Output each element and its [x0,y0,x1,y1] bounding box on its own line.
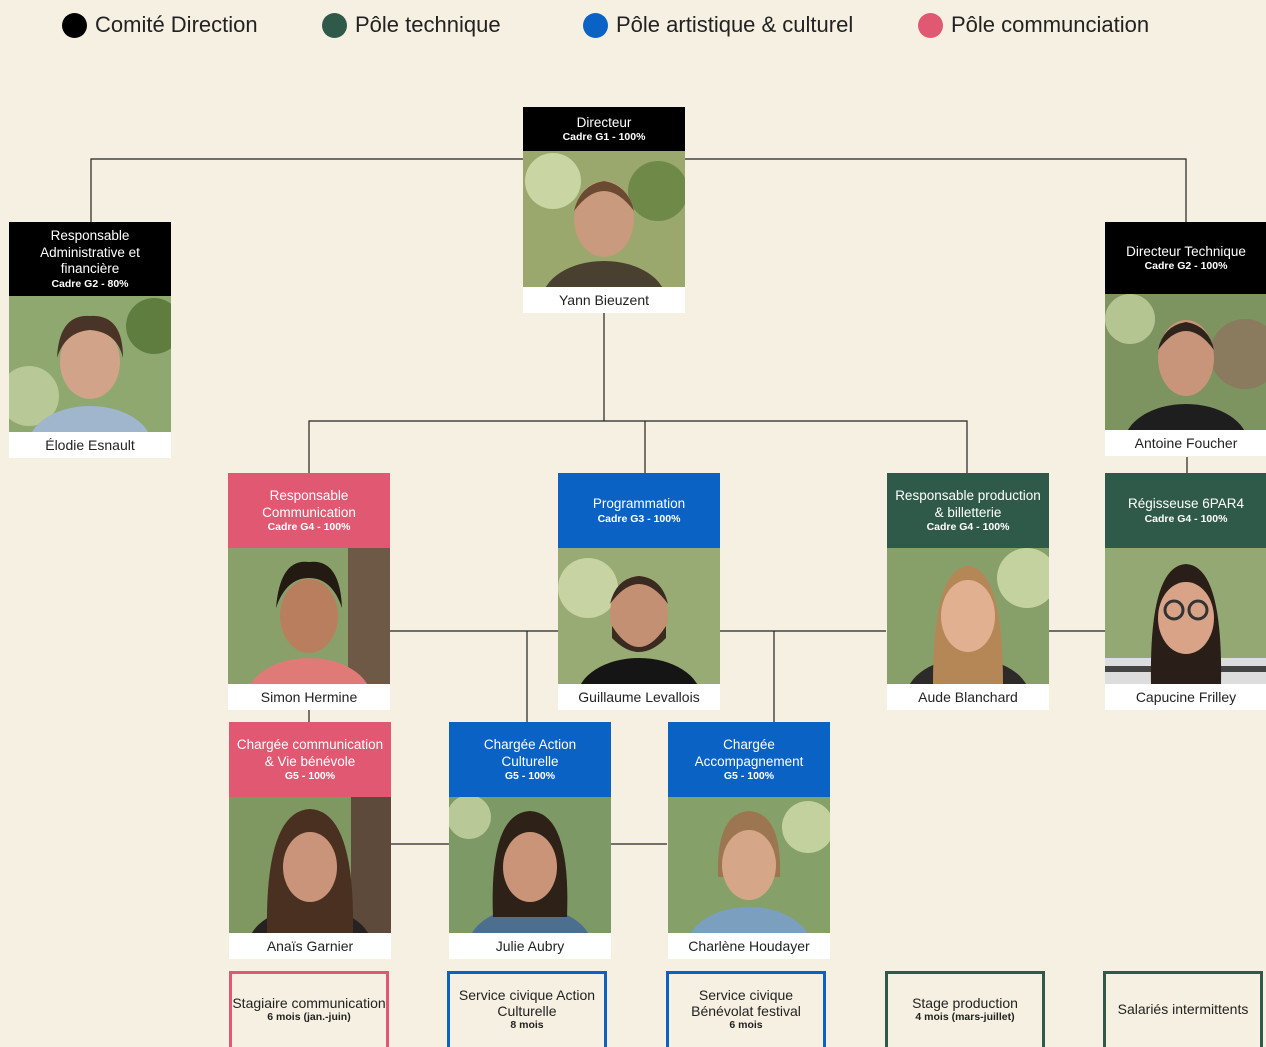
person-name: Antoine Foucher [1134,435,1238,451]
box-title: Service civique Action Culturelle [458,986,596,1019]
portrait-photo [229,797,391,933]
person-name: Simon Hermine [260,689,358,705]
role-title: Chargée Action Culturelle [483,737,577,769]
portrait-photo [668,797,830,933]
portrait-photo [558,548,720,684]
legend-label: Pôle communciation [951,12,1150,37]
person-name: Guillaume Levallois [578,689,700,705]
portrait-photo [9,296,171,432]
card-regisseuse: Régisseuse 6PAR4 Cadre G4 - 100% Capucin… [1105,473,1266,710]
card-action: Chargée Action Culturelle G5 - 100% Juli… [449,722,611,959]
legend-dot-icon [918,12,943,38]
card-header: Responsable Administrative et financière… [9,222,171,296]
box-detail: 4 mois (mars-juillet) [915,1010,1015,1023]
role-title: Régisseuse 6PAR4 [1127,496,1245,512]
card-admin: Responsable Administrative et financière… [9,222,171,458]
box-title: Stage production [912,994,1018,1011]
card-header: Chargée communication & Vie bénévole G5 … [229,722,391,797]
box-title: Salariés intermittents [1117,1000,1249,1017]
card-header: Directeur Cadre G1 - 100% [523,107,685,151]
card-header: Chargée Accompagnement G5 - 100% [668,722,830,797]
person-name: Yann Bieuzent [558,292,650,308]
box-detail: 6 mois [729,1018,763,1031]
grade-label: Cadre G1 - 100% [562,131,646,144]
card-accompagnement: Chargée Accompagnement G5 - 100% Charlèn… [668,722,830,959]
role-title: Directeur Technique [1126,243,1246,259]
box-service-civique-action: Service civique Action Culturelle 8 mois [447,971,607,1047]
card-production: Responsable production & billetterie Cad… [887,473,1049,710]
legend-dot-icon [62,12,87,38]
grade-label: G5 - 100% [723,770,775,782]
portrait-photo [1105,294,1266,430]
grade-label: Cadre G4 - 100% [1144,512,1228,525]
role-title: Programmation [592,496,686,512]
grade-label: G5 - 100% [504,770,556,782]
legend-item-communication: Pôle communciation [918,12,1149,38]
person-name: Charlène Houdayer [688,938,810,954]
card-header: Responsable Communication Cadre G4 - 100… [228,473,390,548]
portrait-photo [449,797,611,933]
grade-label: Cadre G4 - 100% [267,521,351,533]
card-header: Chargée Action Culturelle G5 - 100% [449,722,611,797]
box-title: Service civique Bénévolat festival [691,986,801,1019]
legend-label: Comité Direction [95,12,258,37]
person-name: Aude Blanchard [918,689,1018,705]
legend-item-technique: Pôle technique [322,12,501,38]
box-stage-production: Stage production 4 mois (mars-juillet) [885,971,1045,1047]
portrait-photo [1105,548,1266,684]
role-title: Directeur [576,114,632,130]
role-title: Responsable Communication [262,488,356,520]
grade-label: Cadre G3 - 100% [597,512,681,525]
person-name: Julie Aubry [495,938,565,954]
card-directeur: Directeur Cadre G1 - 100% Yann Bieuzent [523,107,685,313]
legend-dot-icon [322,12,347,38]
card-technique: Directeur Technique Cadre G2 - 100% Anto… [1105,222,1266,456]
card-benevole: Chargée communication & Vie bénévole G5 … [229,722,391,959]
box-detail: 8 mois [510,1018,544,1031]
legend-label: Pôle artistique & culturel [616,12,854,37]
card-header: Responsable production & billetterie Cad… [887,473,1049,548]
grade-label: Cadre G4 - 100% [926,521,1010,533]
box-detail: 6 mois (jan.-juin) [267,1010,351,1023]
person-name: Capucine Frilley [1135,689,1237,705]
legend-item-direction: Comité Direction [62,12,258,38]
portrait-photo [228,548,390,684]
box-salaries-intermittents: Salariés intermittents [1103,971,1263,1047]
grade-label: Cadre G2 - 100% [1144,260,1228,273]
legend-item-artistique: Pôle artistique & culturel [583,12,853,38]
portrait-photo [523,151,685,287]
box-title: Stagiaire communication [232,994,386,1011]
legend-dot-icon [583,12,608,38]
card-header: Programmation Cadre G3 - 100% [558,473,720,548]
role-title: Responsable production & billetterie [895,488,1041,520]
card-header: Directeur Technique Cadre G2 - 100% [1105,222,1266,294]
box-service-civique-benevolat: Service civique Bénévolat festival 6 moi… [666,971,826,1047]
box-stagiaire-communication: Stagiaire communication 6 mois (jan.-jui… [229,971,389,1047]
role-title: Chargée communication & Vie bénévole [236,737,384,769]
card-programmation: Programmation Cadre G3 - 100% Guillaume … [558,473,720,710]
role-title: Chargée Accompagnement [694,737,804,769]
card-header: Régisseuse 6PAR4 Cadre G4 - 100% [1105,473,1266,548]
legend-label: Pôle technique [355,12,501,37]
card-communication: Responsable Communication Cadre G4 - 100… [228,473,390,710]
grade-label: G5 - 100% [284,770,336,782]
role-title: Responsable Administrative et financière [40,228,140,277]
portrait-photo [887,548,1049,684]
person-name: Anaïs Garnier [266,938,354,954]
person-name: Élodie Esnault [45,437,135,453]
grade-label: Cadre G2 - 80% [51,277,129,290]
